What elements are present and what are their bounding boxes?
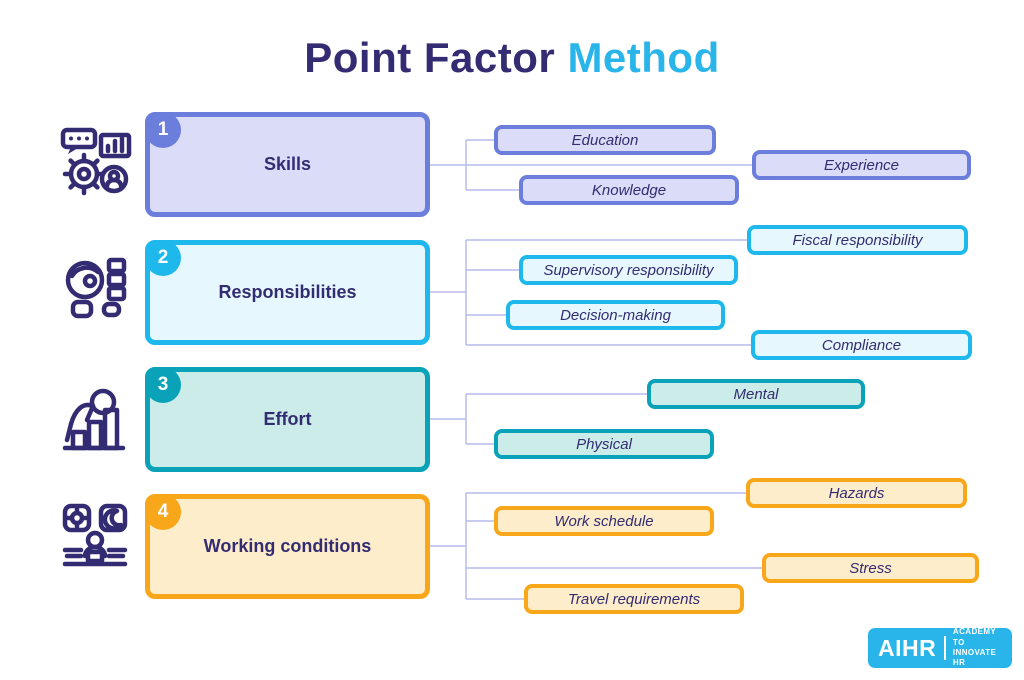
logo-tagline-line2: INNOVATE HR [952,648,997,668]
page-title: Point Factor Method [0,34,1024,82]
responsibilities-icon [57,250,137,330]
subfactor-experience: Experience [752,150,971,180]
subfactor-travel-requirements: Travel requirements [524,584,744,614]
factor-box-effort: 3 Effort [145,367,430,472]
factor-box-working-conditions: 4 Working conditions [145,494,430,599]
subfactor-fiscal-responsibility: Fiscal responsibility [747,225,968,255]
factor-number-badge: 3 [145,367,181,403]
factor-number-badge: 4 [145,494,181,530]
factor-number-badge: 2 [145,240,181,276]
subfactor-stress: Stress [762,553,979,583]
factor-number-badge: 1 [145,112,181,148]
aihr-logo-tagline: ACADEMY TO INNOVATE HR [953,627,1002,669]
effort-icon [57,382,137,462]
skills-icon [57,122,137,202]
logo-tagline-line1: ACADEMY TO [952,627,997,647]
title-accent: Method [567,34,720,81]
subfactor-work-schedule: Work schedule [494,506,714,536]
aihr-logo-brand: AIHR [878,634,937,661]
factor-box-skills: 1 Skills [145,112,430,217]
factor-label: Responsibilities [218,282,357,302]
subfactor-compliance: Compliance [751,330,972,360]
subfactor-mental: Mental [647,379,865,409]
factor-label: Effort [263,409,312,429]
subfactor-hazards: Hazards [746,478,967,508]
subfactor-education: Education [494,125,716,155]
aihr-logo: AIHR ACADEMY TO INNOVATE HR [868,627,1012,669]
working-conditions-icon [57,498,137,578]
subfactor-physical: Physical [494,429,714,459]
factor-label: Skills [263,154,312,174]
subfactor-decision-making: Decision-making [506,300,725,330]
title-primary: Point Factor [304,34,556,81]
logo-divider [944,636,946,660]
subfactor-supervisory-responsibility: Supervisory responsibility [519,255,738,285]
subfactor-knowledge: Knowledge [519,175,739,205]
factor-box-responsibilities: 2 Responsibilities [145,240,430,345]
factor-label: Working conditions [203,536,372,556]
